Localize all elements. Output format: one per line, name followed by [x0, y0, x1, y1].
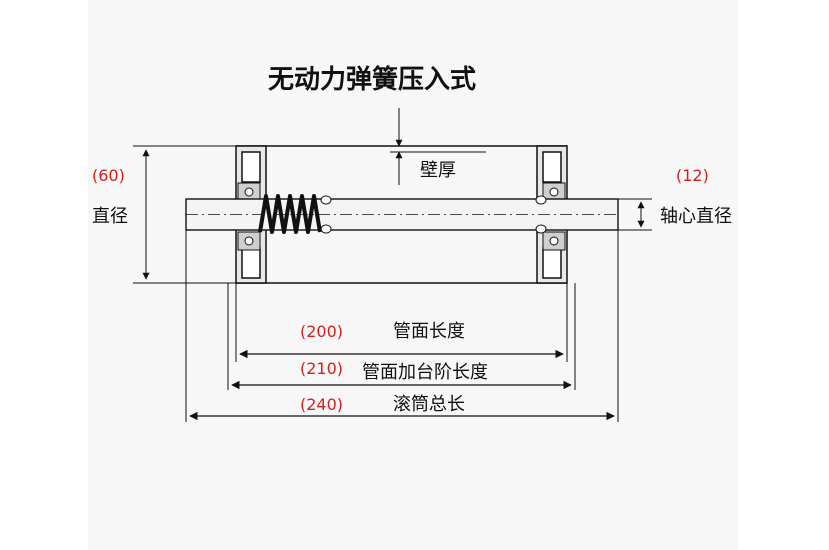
tube-length-value: (200) [300, 322, 343, 341]
shaft [185, 195, 619, 234]
shaft-diameter-value: (12) [676, 166, 709, 185]
spring [258, 194, 322, 234]
bearing-left-bottom [237, 231, 261, 251]
wall-thickness-label: 壁厚 [420, 160, 456, 181]
diameter-dimension [133, 145, 236, 284]
background-panel [88, 0, 738, 550]
tube-step-length-label: 管面加台阶长度 [362, 362, 488, 383]
wall-thickness-dimension [390, 108, 486, 185]
tube-step-length-value: (210) [300, 359, 343, 378]
diameter-label: 直径 [92, 206, 128, 227]
bearing-right-bottom [542, 231, 566, 251]
total-length-value: (240) [300, 395, 343, 414]
length-extension-lines [185, 230, 619, 422]
shaft-diameter-dimension [618, 198, 652, 231]
tube-length-label: 管面长度 [393, 321, 465, 342]
bearing-left-top [237, 182, 261, 202]
shaft-diameter-label: 轴心直径 [660, 206, 732, 227]
diagram-title: 无动力弹簧压入式 [268, 64, 476, 95]
total-length-label: 滚筒总长 [393, 394, 465, 415]
bearing-right-top [542, 182, 566, 202]
diameter-value: (60) [92, 166, 125, 185]
